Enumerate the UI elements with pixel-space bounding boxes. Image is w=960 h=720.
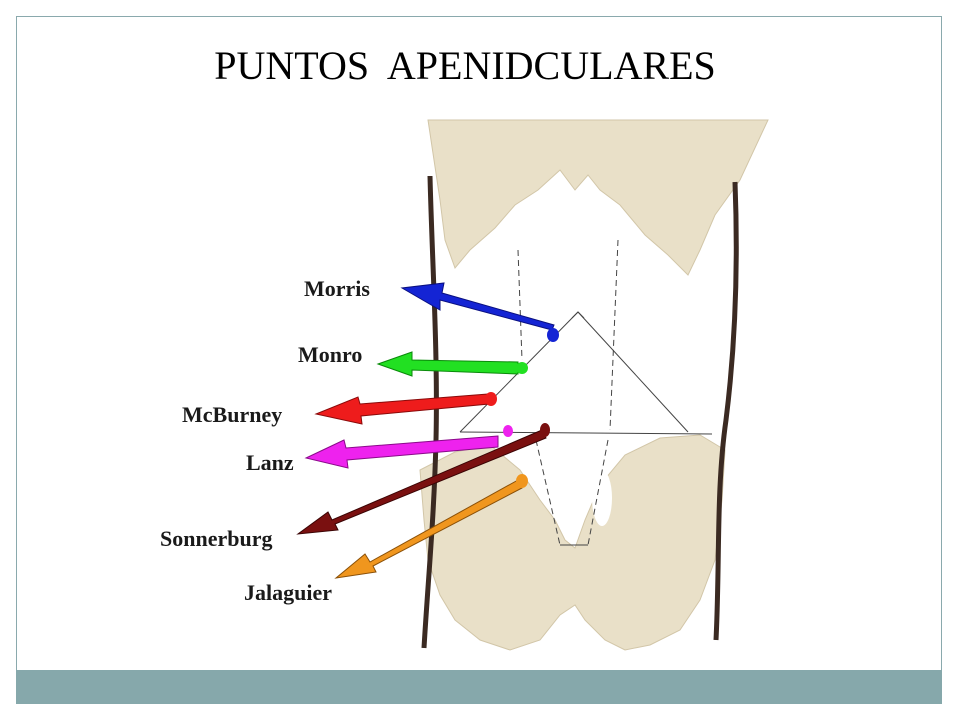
label-morris: Morris: [304, 276, 370, 301]
body-outline-left: [421, 175, 439, 649]
label-jalaguier: Jalaguier: [244, 580, 332, 605]
label-lanz: Lanz: [246, 450, 294, 475]
label-sonnerburg: Sonnerburg: [160, 526, 272, 551]
arrow-monro: [376, 351, 528, 377]
footer-bar: [16, 670, 942, 704]
pelvis: [419, 434, 726, 651]
label-monro: Monro: [298, 342, 362, 367]
arrow-jalaguier: [334, 474, 528, 579]
slide-title: PUNTOS APENIDCULARES: [214, 43, 716, 88]
arrow-mcburney: [314, 392, 497, 425]
rib-cage: [427, 119, 769, 276]
arrow-lanz: [304, 425, 513, 469]
arrow-morris: [400, 282, 559, 342]
arrow-sonnerburg: [296, 423, 550, 535]
pelvis-foramen: [592, 470, 612, 526]
body-outline-right: [713, 181, 739, 641]
label-mcburney: McBurney: [182, 402, 282, 427]
